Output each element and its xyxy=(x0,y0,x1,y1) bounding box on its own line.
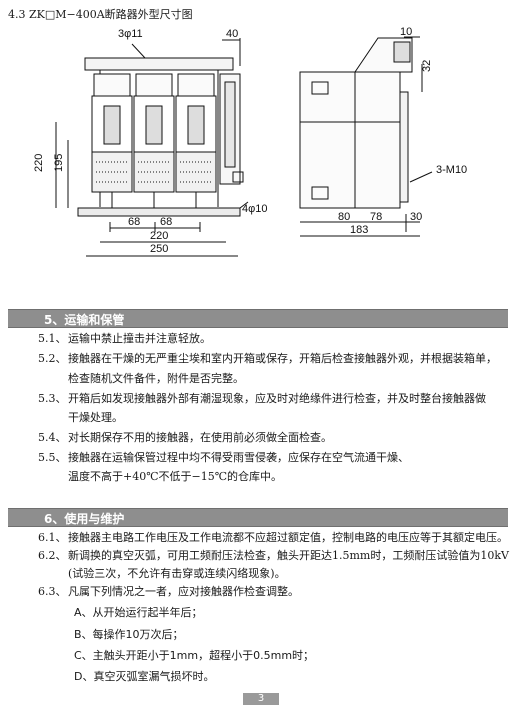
dim-4-hole: 4φ10 xyxy=(242,203,268,215)
section-6-title: 6、使用与维护 xyxy=(44,512,125,526)
item-number: 5.3、 xyxy=(38,392,67,405)
item-number: 6.1、 xyxy=(38,531,67,544)
item-6-3: 6.3、凡属下列情况之一者，应对接触器作检查调整。 xyxy=(38,585,299,599)
dim-32: 32 xyxy=(421,60,433,72)
dim-30: 30 xyxy=(410,211,422,223)
item-text: 接触器在运输保管过程中均不得受雨雪侵袭，应保存在空气流通干燥、 xyxy=(68,451,409,464)
item-6-1: 6.1、接触器主电路工作电压及工作电流都不应超过额定值，控制电路的电压应等于其额… xyxy=(38,531,508,545)
item-text: 开箱后如发现接触器外部有潮湿现象，应及时对绝缘件进行检查，并及时整台接触器做 xyxy=(68,392,486,405)
item-5-1: 5.1、运输中禁止撞击并注意轻放。 xyxy=(38,332,211,346)
item-5-4: 5.4、对长期保存不用的接触器，在使用前必须做全面检查。 xyxy=(38,431,332,445)
item-number: 5.5、 xyxy=(38,451,67,464)
page-number: 3 xyxy=(243,693,279,705)
subitem-d: D、真空灭弧室漏气损坏时。 xyxy=(74,670,215,683)
dim-h195: 195 xyxy=(53,154,65,172)
dim-78: 78 xyxy=(370,211,382,223)
figure-title: 4.3 ZK□M−400A断路器外型尺寸图 xyxy=(8,8,193,21)
item-5-5-cont: 温度不高于+40℃不低于−15℃的仓库中。 xyxy=(68,470,283,483)
dim-holes-3: 3φ11 xyxy=(118,28,143,40)
item-text: 接触器在干燥的无严重尘埃和室内开箱或保存，开箱后检查接触器外观，并根据装箱单， xyxy=(68,352,497,365)
dimension-drawing: 3φ11 40 220 195 68 68 220 250 4φ10 10 32… xyxy=(33,26,467,257)
item-5-3: 5.3、开箱后如发现接触器外部有潮湿现象，应及时对绝缘件进行检查，并及时整台接触… xyxy=(38,392,486,406)
item-text: 对长期保存不用的接触器，在使用前必须做全面检查。 xyxy=(68,431,332,444)
dim-3-m10: 3-M10 xyxy=(436,164,467,176)
dim-10: 10 xyxy=(400,26,412,38)
item-text: 接触器主电路工作电压及工作电流都不应超过额定值，控制电路的电压应等于其额定电压。 xyxy=(68,531,508,544)
dim-68b: 68 xyxy=(160,216,172,228)
item-5-5: 5.5、接触器在运输保管过程中均不得受雨雪侵袭，应保存在空气流通干燥、 xyxy=(38,451,409,465)
section-5-header: 5、运输和保管 xyxy=(8,309,508,328)
section-5-title: 5、运输和保管 xyxy=(44,313,125,327)
dim-40: 40 xyxy=(226,28,238,40)
item-text: 新调换的真空灭弧，可用工频耐压法检查，触头开距达1.5mm时，工频耐压试验值为1… xyxy=(68,549,509,562)
dim-220: 220 xyxy=(150,230,168,242)
dim-h220: 220 xyxy=(33,154,45,172)
item-number: 6.2、 xyxy=(38,549,67,562)
item-text: 运输中禁止撞击并注意轻放。 xyxy=(68,332,211,345)
item-text: 凡属下列情况之一者，应对接触器作检查调整。 xyxy=(68,585,299,598)
subitem-a: A、从开始运行起半年后； xyxy=(74,606,203,619)
dim-183: 183 xyxy=(350,224,368,236)
item-number: 5.1、 xyxy=(38,332,67,345)
item-number: 6.3、 xyxy=(38,585,67,598)
item-6-2-cont: (试验三次，不允许有击穿或连续闪络现象)。 xyxy=(68,567,286,580)
item-number: 5.2、 xyxy=(38,352,67,365)
item-5-2: 5.2、接触器在干燥的无严重尘埃和室内开箱或保存，开箱后检查接触器外观，并根据装… xyxy=(38,352,497,366)
subitem-b: B、每操作10万次后； xyxy=(74,628,184,641)
item-5-2-cont: 检查随机文件备件，附件是否完整。 xyxy=(68,372,244,385)
dim-68a: 68 xyxy=(128,216,140,228)
item-6-2: 6.2、新调换的真空灭弧，可用工频耐压法检查，触头开距达1.5mm时，工频耐压试… xyxy=(38,549,509,563)
subitem-c: C、主触头开距小于1mm，超程小于0.5mm时； xyxy=(74,649,315,662)
section-6-header: 6、使用与维护 xyxy=(8,508,508,527)
item-5-3-cont: 干燥处理。 xyxy=(68,411,123,424)
dim-250: 250 xyxy=(150,243,168,255)
item-number: 5.4、 xyxy=(38,431,67,444)
dim-80: 80 xyxy=(338,211,350,223)
